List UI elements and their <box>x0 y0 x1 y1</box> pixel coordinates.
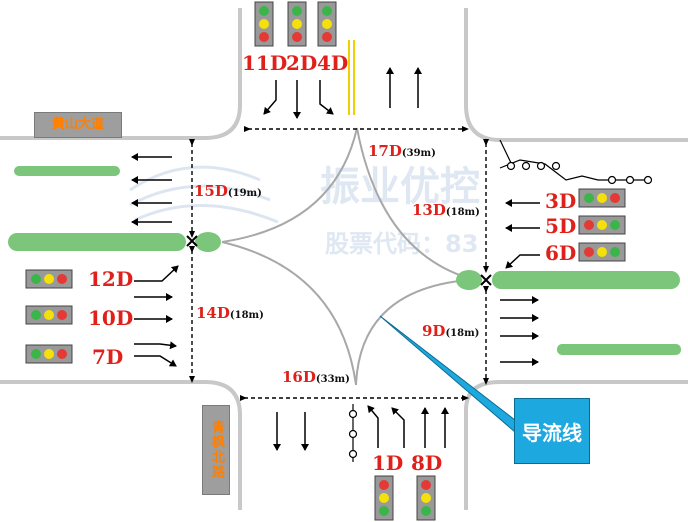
phase-labels: 11D 2D 4D 3D 5D 6D 12D 10D 7D 1D 8D <box>88 51 576 475</box>
signal-heads-north <box>254 1 337 47</box>
signal-6d <box>578 242 626 262</box>
signal-2d <box>287 1 307 47</box>
label-1d: 1D <box>372 451 403 475</box>
label-5d: 5D <box>545 214 576 238</box>
signal-4d <box>317 1 337 47</box>
arrows-east-in <box>505 199 540 269</box>
arrow-1d <box>367 405 379 448</box>
curve-ne <box>356 127 469 279</box>
callout-diversion-line: 导流线 <box>514 398 590 464</box>
south-signal-pole <box>348 404 358 462</box>
signal-5d <box>578 215 626 235</box>
center-line <box>348 40 355 115</box>
arrows-west-out <box>131 153 172 226</box>
label-2d: 2D <box>286 51 317 75</box>
arrows-north <box>263 67 422 119</box>
crossing-ends <box>186 235 492 286</box>
signal-heads-south <box>374 475 436 521</box>
island-west-nose <box>195 232 221 252</box>
signal-7d <box>25 344 73 364</box>
island-west-main <box>8 233 186 251</box>
label-11d: 11D <box>242 51 287 75</box>
island-west-upper <box>14 166 120 176</box>
curve-nw <box>221 127 358 243</box>
arrows-east-out <box>500 296 539 366</box>
signal-3d <box>578 188 626 208</box>
arrows-south-out <box>273 412 309 451</box>
channelization-lines <box>221 127 469 386</box>
signal-8d <box>416 475 436 521</box>
label-4d: 4D <box>317 51 348 75</box>
label-3d: 3D <box>545 189 576 213</box>
curb-nw <box>0 8 242 140</box>
label-12d: 12D <box>88 267 133 291</box>
signal-11d <box>254 1 274 47</box>
arrows-west-in <box>134 265 179 367</box>
island-east-main <box>492 271 680 289</box>
crosswalk-16d: 16D(33m) <box>282 368 350 386</box>
signal-heads-east <box>578 188 626 262</box>
label-6d: 6D <box>545 241 576 265</box>
label-8d: 8D <box>411 451 442 475</box>
crosswalk-labels: 17D(39m) 15D(19m) 13D(18m) 14D(18m) 9D(1… <box>194 142 480 386</box>
curve-sw <box>221 241 357 386</box>
signal-1d <box>374 475 394 521</box>
label-7d: 7D <box>92 345 123 369</box>
crosswalk-13d: 13D(18m) <box>412 201 480 219</box>
curve-se <box>355 279 469 386</box>
crosswalk-15d: 15D(19m) <box>194 182 262 200</box>
signal-heads-west <box>25 269 73 364</box>
arrow-12d <box>134 265 179 282</box>
signal-10d <box>25 305 73 325</box>
east-signal-pole <box>499 139 653 185</box>
curb-sw <box>0 380 242 510</box>
ped-crossings <box>189 126 489 401</box>
crosswalk-9d: 9D(18m) <box>422 322 479 340</box>
crosswalk-14d: 14D(18m) <box>196 304 264 322</box>
road-sign-qingfeng: 青枫北路 <box>202 405 230 495</box>
road-sign-huangshan: 黄山大道 <box>34 112 122 138</box>
arrow-6d <box>505 254 540 269</box>
arrows-south-in <box>367 405 449 448</box>
arrow-11d <box>263 80 277 115</box>
watermark-line1: 振业优控 <box>320 164 480 210</box>
crosswalk-17d: 17D(39m) <box>368 142 436 160</box>
arrow-7d <box>134 355 177 367</box>
label-10d: 10D <box>88 306 133 330</box>
island-east-nose <box>456 270 482 290</box>
island-east-lower <box>557 344 681 355</box>
signal-12d <box>25 269 73 289</box>
curb-ne <box>464 8 688 142</box>
median-islands <box>8 166 681 355</box>
arrow-4d <box>319 80 334 115</box>
